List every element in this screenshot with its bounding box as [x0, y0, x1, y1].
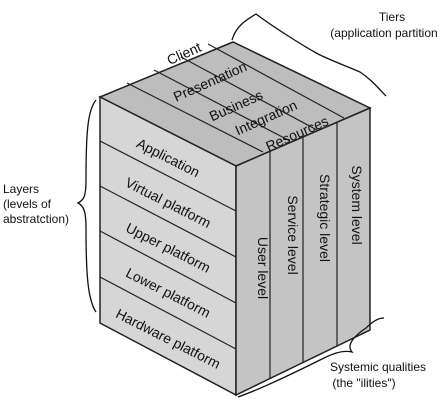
systemic-subtitle: (the "ilities")	[332, 376, 395, 390]
layers-title-line-1: Layers	[3, 182, 39, 196]
tier-dividers	[126, 43, 345, 153]
systemic-title: Systemic qualities	[330, 360, 426, 374]
systemic-label-user-level: User level	[255, 237, 271, 299]
systemic-labels: User level Service level Strategic level…	[255, 165, 365, 299]
tiers-bracket	[231, 13, 387, 97]
tiers-caption: Tiers (application partition	[330, 10, 437, 40]
tiers-title: Tiers	[379, 10, 405, 24]
layers-title-line-3: abstratction)	[3, 212, 69, 226]
tiers-subtitle: (application partition	[330, 26, 437, 40]
layers-bracket	[76, 99, 97, 313]
systemic-bracket	[237, 317, 385, 398]
systemic-label-strategic-level: Strategic level	[317, 174, 333, 262]
systemic-label-service-level: Service level	[285, 195, 301, 274]
layers-title-line-2: (levels of	[3, 197, 52, 211]
systemic-label-system-level: System level	[349, 165, 365, 244]
systemic-caption: Systemic qualities (the "ilities")	[330, 360, 426, 390]
systemic-dividers	[269, 122, 338, 378]
layer-dividers	[99, 140, 237, 350]
layers-caption: Layers (levels of abstratction)	[3, 182, 69, 226]
